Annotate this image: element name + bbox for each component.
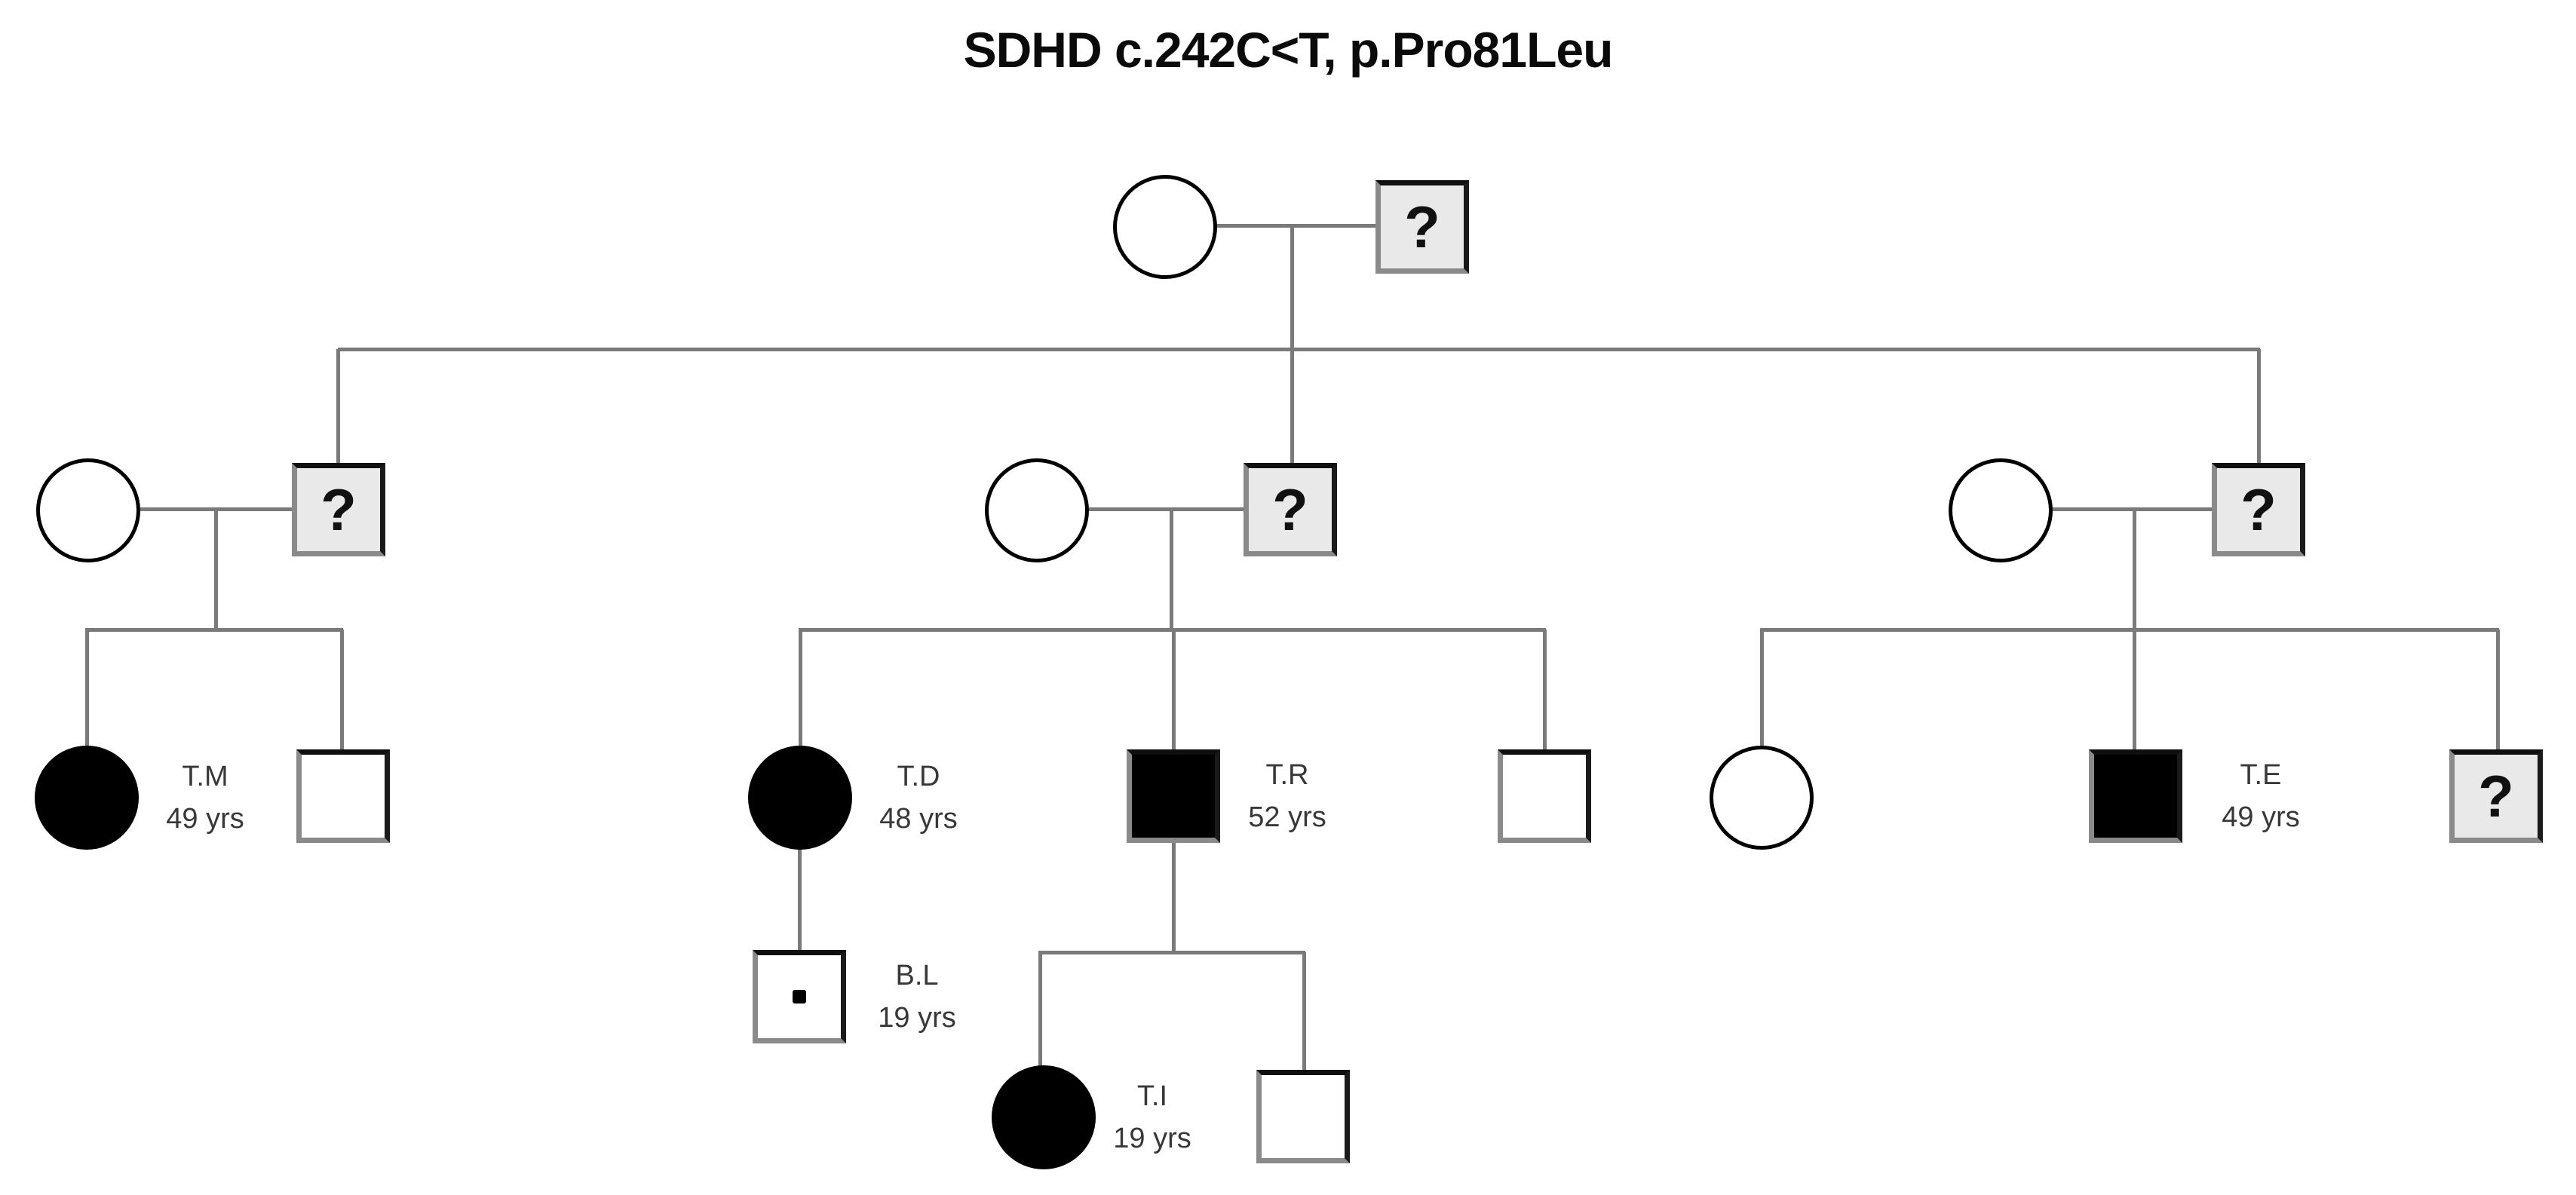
g1-descent-line bbox=[1290, 227, 1294, 351]
person-age: 48 yrs bbox=[879, 803, 958, 835]
drop-to-tm bbox=[84, 630, 89, 749]
drop-to-g3-left-brother bbox=[339, 630, 344, 752]
individual-g3-middle-brother bbox=[1498, 749, 1591, 843]
person-age: 19 yrs bbox=[1113, 1123, 1191, 1154]
g2-right-descent-line bbox=[2132, 510, 2136, 631]
person-age: 49 yrs bbox=[2222, 801, 2300, 833]
person-name: T.R bbox=[1265, 759, 1309, 791]
td-descent-line-to-bl bbox=[797, 848, 802, 951]
person-name: T.E bbox=[2240, 759, 2282, 791]
drop-to-g3-right-brother bbox=[2495, 630, 2500, 752]
individual-td-affected-female bbox=[748, 746, 852, 850]
individual-g1-grandfather-unknown: ? bbox=[1375, 180, 1469, 274]
g2-left-sibship-line bbox=[85, 627, 343, 632]
individual-g3-left-brother bbox=[296, 749, 390, 843]
individual-g3-right-brother-unknown: ? bbox=[2449, 749, 2543, 843]
label-bl-carrier-male: B.L 19 yrs bbox=[878, 954, 955, 1039]
g2-left-couple-line bbox=[140, 507, 292, 511]
drop-to-tr bbox=[1171, 630, 1176, 752]
person-name: T.I bbox=[1136, 1080, 1168, 1112]
individual-te-affected-male bbox=[2089, 749, 2182, 843]
tr-descent-line bbox=[1171, 841, 1176, 954]
g2-middle-descent-line bbox=[1169, 510, 1173, 631]
individual-g4-brother bbox=[1256, 1070, 1350, 1163]
individual-g2-middle-son-unknown: ? bbox=[1244, 463, 1337, 556]
individual-g2-middle-wife bbox=[985, 458, 1089, 562]
drop-to-g3-right-sister bbox=[1759, 630, 1764, 749]
individual-ti-affected-female bbox=[992, 1065, 1096, 1169]
drop-to-g2-left-son bbox=[336, 349, 340, 464]
g2-middle-couple-line bbox=[1089, 507, 1244, 511]
drop-to-td bbox=[798, 630, 802, 749]
individual-tm-affected-female bbox=[35, 746, 139, 850]
individual-g2-left-son-unknown: ? bbox=[292, 463, 385, 556]
g3-tr-sibship-line bbox=[1038, 950, 1305, 954]
drop-to-g2-middle-son bbox=[1290, 349, 1294, 464]
g2-right-couple-line bbox=[2053, 507, 2212, 511]
person-age: 49 yrs bbox=[166, 803, 244, 835]
label-td-affected-female: T.D 48 yrs bbox=[879, 755, 957, 840]
drop-to-g4-brother bbox=[1302, 952, 1306, 1074]
g1-sibship-line bbox=[338, 347, 2260, 351]
label-tm-affected-female: T.M 49 yrs bbox=[166, 755, 244, 840]
g1-couple-line bbox=[1215, 223, 1377, 228]
person-age: 52 yrs bbox=[1248, 801, 1326, 833]
carrier-dot-icon bbox=[793, 990, 806, 1003]
label-te-affected-male: T.E 49 yrs bbox=[2222, 754, 2299, 838]
individual-g2-left-wife bbox=[36, 458, 140, 562]
label-tr-affected-male: T.R 52 yrs bbox=[1248, 754, 1326, 838]
individual-g2-right-wife bbox=[1949, 458, 2053, 562]
drop-to-g2-right-son bbox=[2256, 349, 2261, 464]
person-name: B.L bbox=[895, 960, 939, 991]
drop-to-te bbox=[2132, 630, 2136, 752]
individual-bl-carrier-male bbox=[753, 950, 846, 1043]
g2-left-descent-line bbox=[213, 510, 218, 631]
person-name: T.D bbox=[897, 761, 940, 792]
individual-g1-grandmother bbox=[1113, 175, 1217, 279]
g2-right-sibship-line bbox=[1760, 627, 2499, 632]
individual-tr-affected-male bbox=[1127, 749, 1220, 843]
diagram-title: SDHD c.242C<T, p.Pro81Leu bbox=[963, 22, 1614, 78]
individual-g3-right-sister bbox=[1710, 746, 1814, 850]
label-ti-affected-female: T.I 19 yrs bbox=[1113, 1075, 1191, 1160]
person-age: 19 yrs bbox=[878, 1002, 956, 1034]
individual-g2-right-son-unknown: ? bbox=[2212, 463, 2305, 556]
drop-to-ti bbox=[1038, 952, 1042, 1068]
person-name: T.M bbox=[182, 761, 228, 792]
drop-to-g3-middle-brother bbox=[1542, 630, 1547, 752]
